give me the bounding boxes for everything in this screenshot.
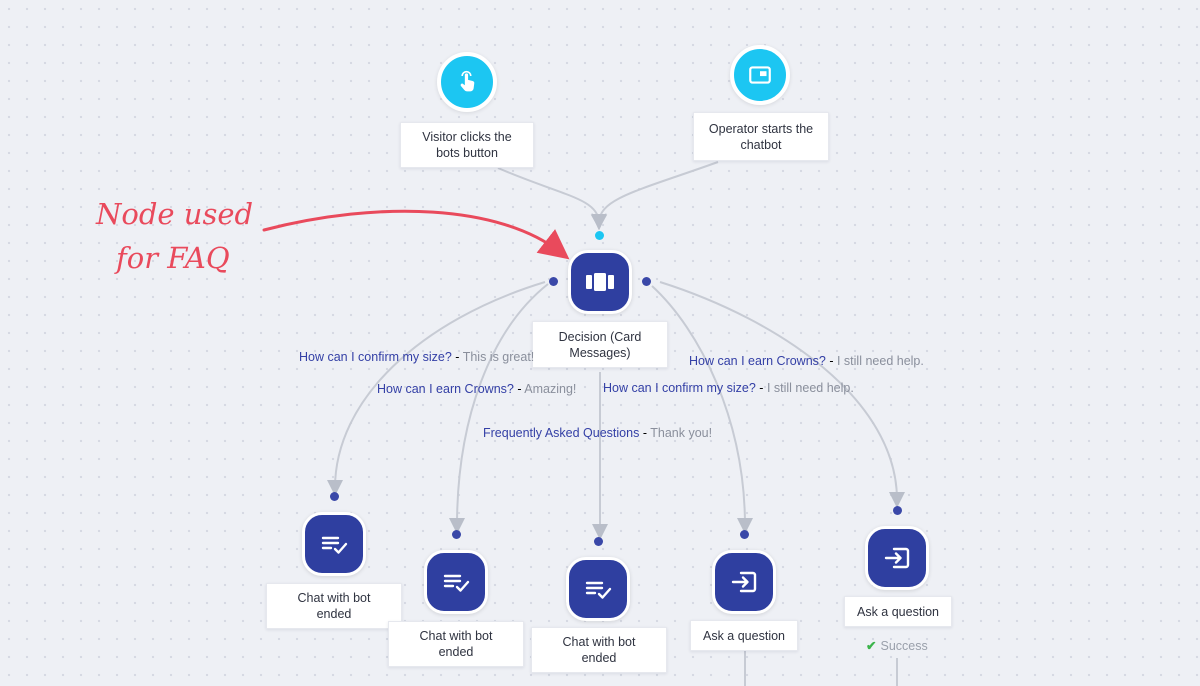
enter-icon <box>731 571 757 593</box>
edge-label-1-question: How can I confirm my size? <box>299 350 452 364</box>
success-status: ✔Success <box>866 638 928 653</box>
chat-ended-icon <box>585 581 612 599</box>
action-4-node[interactable] <box>712 550 776 614</box>
check-icon: ✔ <box>866 639 877 653</box>
decision-input-port[interactable] <box>595 231 604 240</box>
edge-label-5-answer: I still need help. <box>836 354 924 368</box>
edge-decision-to-action-2 <box>449 283 549 534</box>
success-text: Success <box>880 639 928 653</box>
action-1-input-port[interactable] <box>330 492 339 501</box>
action-2-label: Chat with bot ended <box>388 621 524 667</box>
annotation-arrow <box>262 209 570 260</box>
annotation-line-1: Node used <box>96 197 254 231</box>
edge-label-4-answer: I still need help. <box>766 381 854 395</box>
action-1-node[interactable] <box>302 512 366 576</box>
action-2-node[interactable] <box>424 550 488 614</box>
edge-label-1-answer: This is great! <box>462 350 535 364</box>
window-icon <box>749 66 771 84</box>
chat-ended-icon <box>443 574 470 592</box>
action-4-label: Ask a question <box>690 620 798 651</box>
action-3-label: Chat with bot ended <box>531 627 667 673</box>
edge-label-2-answer: Amazing! <box>524 382 577 396</box>
annotation-line-2: for FAQ <box>116 241 230 275</box>
annotation-text: Node used for FAQ <box>96 192 266 280</box>
edge-label-4: How can I confirm my size? - I still nee… <box>603 381 854 395</box>
visitor-trigger-label: Visitor clicks the bots button <box>400 122 534 168</box>
chat-ended-icon <box>321 536 348 554</box>
edge-decision-to-action-1 <box>327 281 546 496</box>
edge-operator-to-decision <box>591 161 719 230</box>
enter-icon <box>884 547 910 569</box>
edge-label-5-question: How can I earn Crowns? <box>689 354 826 368</box>
action-5-label: Ask a question <box>844 596 952 627</box>
action-4-input-port[interactable] <box>740 530 749 539</box>
operator-trigger-label: Operator starts the chatbot <box>693 112 829 161</box>
operator-trigger-node[interactable] <box>730 45 790 105</box>
decision-left-port[interactable] <box>549 277 558 286</box>
action-5-node[interactable] <box>865 526 929 590</box>
edge-label-1: How can I confirm my size? - This is gre… <box>299 350 535 364</box>
decision-label: Decision (Card Messages) <box>532 321 668 368</box>
edge-label-3-answer: Thank you! <box>650 426 713 440</box>
action-3-input-port[interactable] <box>594 537 603 546</box>
action-3-node[interactable] <box>566 557 630 621</box>
edge-label-4-question: How can I confirm my size? <box>603 381 756 395</box>
edge-label-5: How can I earn Crowns? - I still need he… <box>689 354 924 368</box>
edge-decision-to-action-5 <box>659 281 905 508</box>
hand-pointer-icon <box>460 70 475 92</box>
decision-node[interactable] <box>568 250 632 314</box>
edge-visitor-to-decision <box>497 167 607 230</box>
edge-label-3: Frequently Asked Questions - Thank you! <box>483 426 713 440</box>
edge-decision-to-action-4 <box>651 285 753 534</box>
visitor-trigger-node[interactable] <box>437 52 497 112</box>
cards-icon <box>586 273 614 291</box>
edge-label-3-question: Frequently Asked Questions <box>483 426 640 440</box>
action-5-input-port[interactable] <box>893 506 902 515</box>
action-2-input-port[interactable] <box>452 530 461 539</box>
action-1-label: Chat with bot ended <box>266 583 402 629</box>
edge-label-2-question: How can I earn Crowns? <box>377 382 514 396</box>
edge-label-2: How can I earn Crowns? - Amazing! <box>377 382 577 396</box>
decision-right-port[interactable] <box>642 277 651 286</box>
